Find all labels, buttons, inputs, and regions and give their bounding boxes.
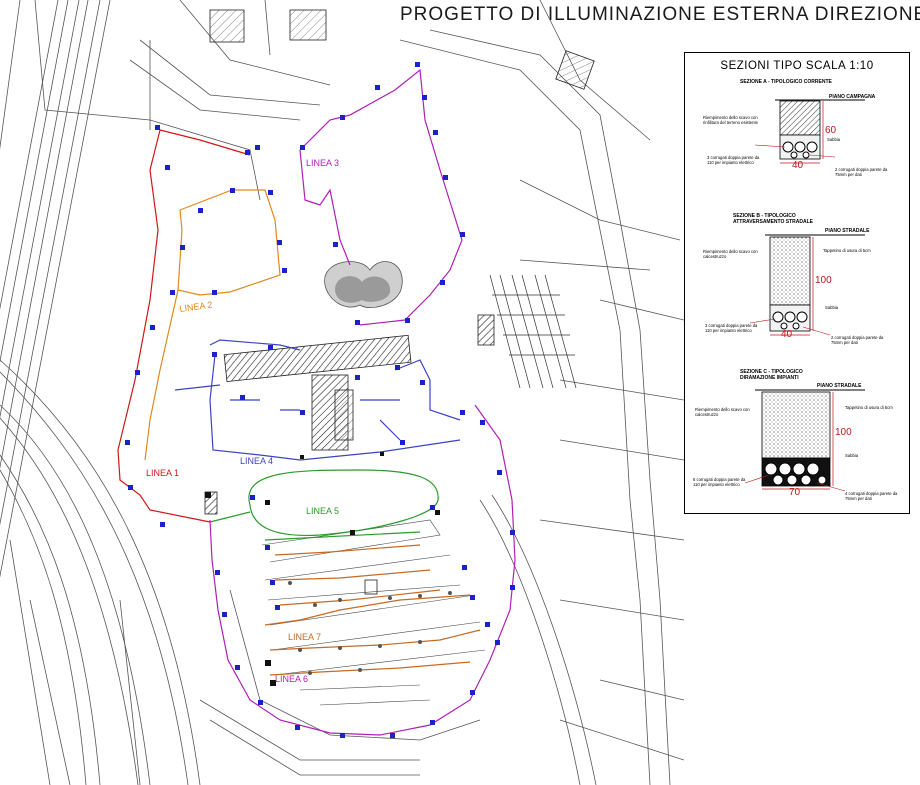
section-c-title: SEZIONE C - TIPOLOGICO DIRAMAZIONE IMPIA… [740, 369, 803, 381]
linea-2-path [177, 189, 281, 296]
section-c-depth: 100 [835, 427, 852, 438]
section-c-pipes-right: 4 corrugati doppia parete da 75mm per da… [845, 491, 898, 501]
linea-1-path [117, 129, 211, 523]
linea-1-label: LINEA 1 [146, 468, 179, 478]
section-b-title: SEZIONE B - TIPOLOGICO ATTRAVERSAMENTO S… [733, 213, 813, 225]
drawing-title: PROGETTO DI ILLUMINAZIONE ESTERNA DIREZI… [400, 4, 920, 25]
section-a-width: 40 [792, 160, 804, 171]
sections-panel: SEZIONI TIPO SCALA 1:10 SEZIONE A - TIPO… [684, 52, 910, 514]
line-labels: LINEA 1 LINEA 2 LINEA 3 LINEA 4 LINEA 5 … [146, 158, 339, 684]
section-a-title: SEZIONE A - TIPOLOGICO CORRENTE [740, 79, 832, 85]
linea-7-label: LINEA 7 [288, 632, 321, 642]
linea-2-label: LINEA 2 [179, 299, 213, 313]
luminaires [125, 62, 515, 738]
section-a-surface: PIANO CAMPAGNA [829, 94, 876, 100]
background-linework [0, 0, 684, 785]
section-b-fill: Riempimento dello scavo con calcestruzzo [703, 249, 758, 259]
junction-boxes [205, 452, 440, 686]
sections-title: SEZIONI TIPO SCALA 1:10 [720, 60, 874, 72]
linea-4-label: LINEA 4 [240, 456, 273, 466]
linea-5-path [248, 469, 439, 537]
section-a-depth: 60 [825, 125, 837, 136]
section-b-topping: Tappetino di usura di 5cm [823, 248, 871, 253]
section-a-pipes-left: 3 corrugati doppia parete da 110 per imp… [707, 155, 760, 165]
linea-5-label: LINEA 5 [306, 506, 339, 516]
section-b-surface: PIANO STRADALE [825, 228, 870, 234]
section-c-drawing [744, 389, 865, 492]
section-b-pipes-right: 2 corrugati doppia parete da 75mm per da… [831, 335, 884, 345]
site-plan: LINEA 1 LINEA 2 LINEA 3 LINEA 4 LINEA 5 … [0, 0, 684, 785]
section-c-sand: Sabbia [845, 453, 859, 458]
linea-6-label: LINEA 6 [275, 674, 308, 684]
parking-strips [489, 274, 577, 389]
section-c-surface: PIANO STRADALE [817, 383, 862, 389]
section-c-fill: Riempimento dello scavo con calcestruzzo [695, 407, 750, 417]
section-a-sand: Sabbia [827, 137, 841, 142]
section-a-drawing [754, 99, 865, 164]
section-c-pipes-left: 6 corrugati doppia parete da 110 per imp… [693, 477, 746, 487]
section-a-pipes-right: 2 corrugati doppia parete da 75mm per da… [835, 167, 888, 177]
section-c-topping: Tappetino di usura di 5cm [845, 405, 893, 410]
buildings [204, 9, 595, 595]
linea-3-label: LINEA 3 [306, 158, 339, 168]
section-b-width: 40 [781, 329, 793, 340]
section-b-pipes-left: 3 corrugati doppia parete da 110 per imp… [705, 323, 758, 333]
section-b-depth: 100 [815, 275, 832, 286]
section-a-fill: Riempimento dello scavo con rinfilitura … [703, 115, 758, 125]
section-b-drawing [749, 234, 865, 336]
bollards [288, 581, 452, 675]
pond [324, 261, 403, 309]
linea-3-path [299, 68, 463, 326]
section-c-width: 70 [789, 487, 801, 498]
section-b-sand: Sabbia [825, 305, 839, 310]
